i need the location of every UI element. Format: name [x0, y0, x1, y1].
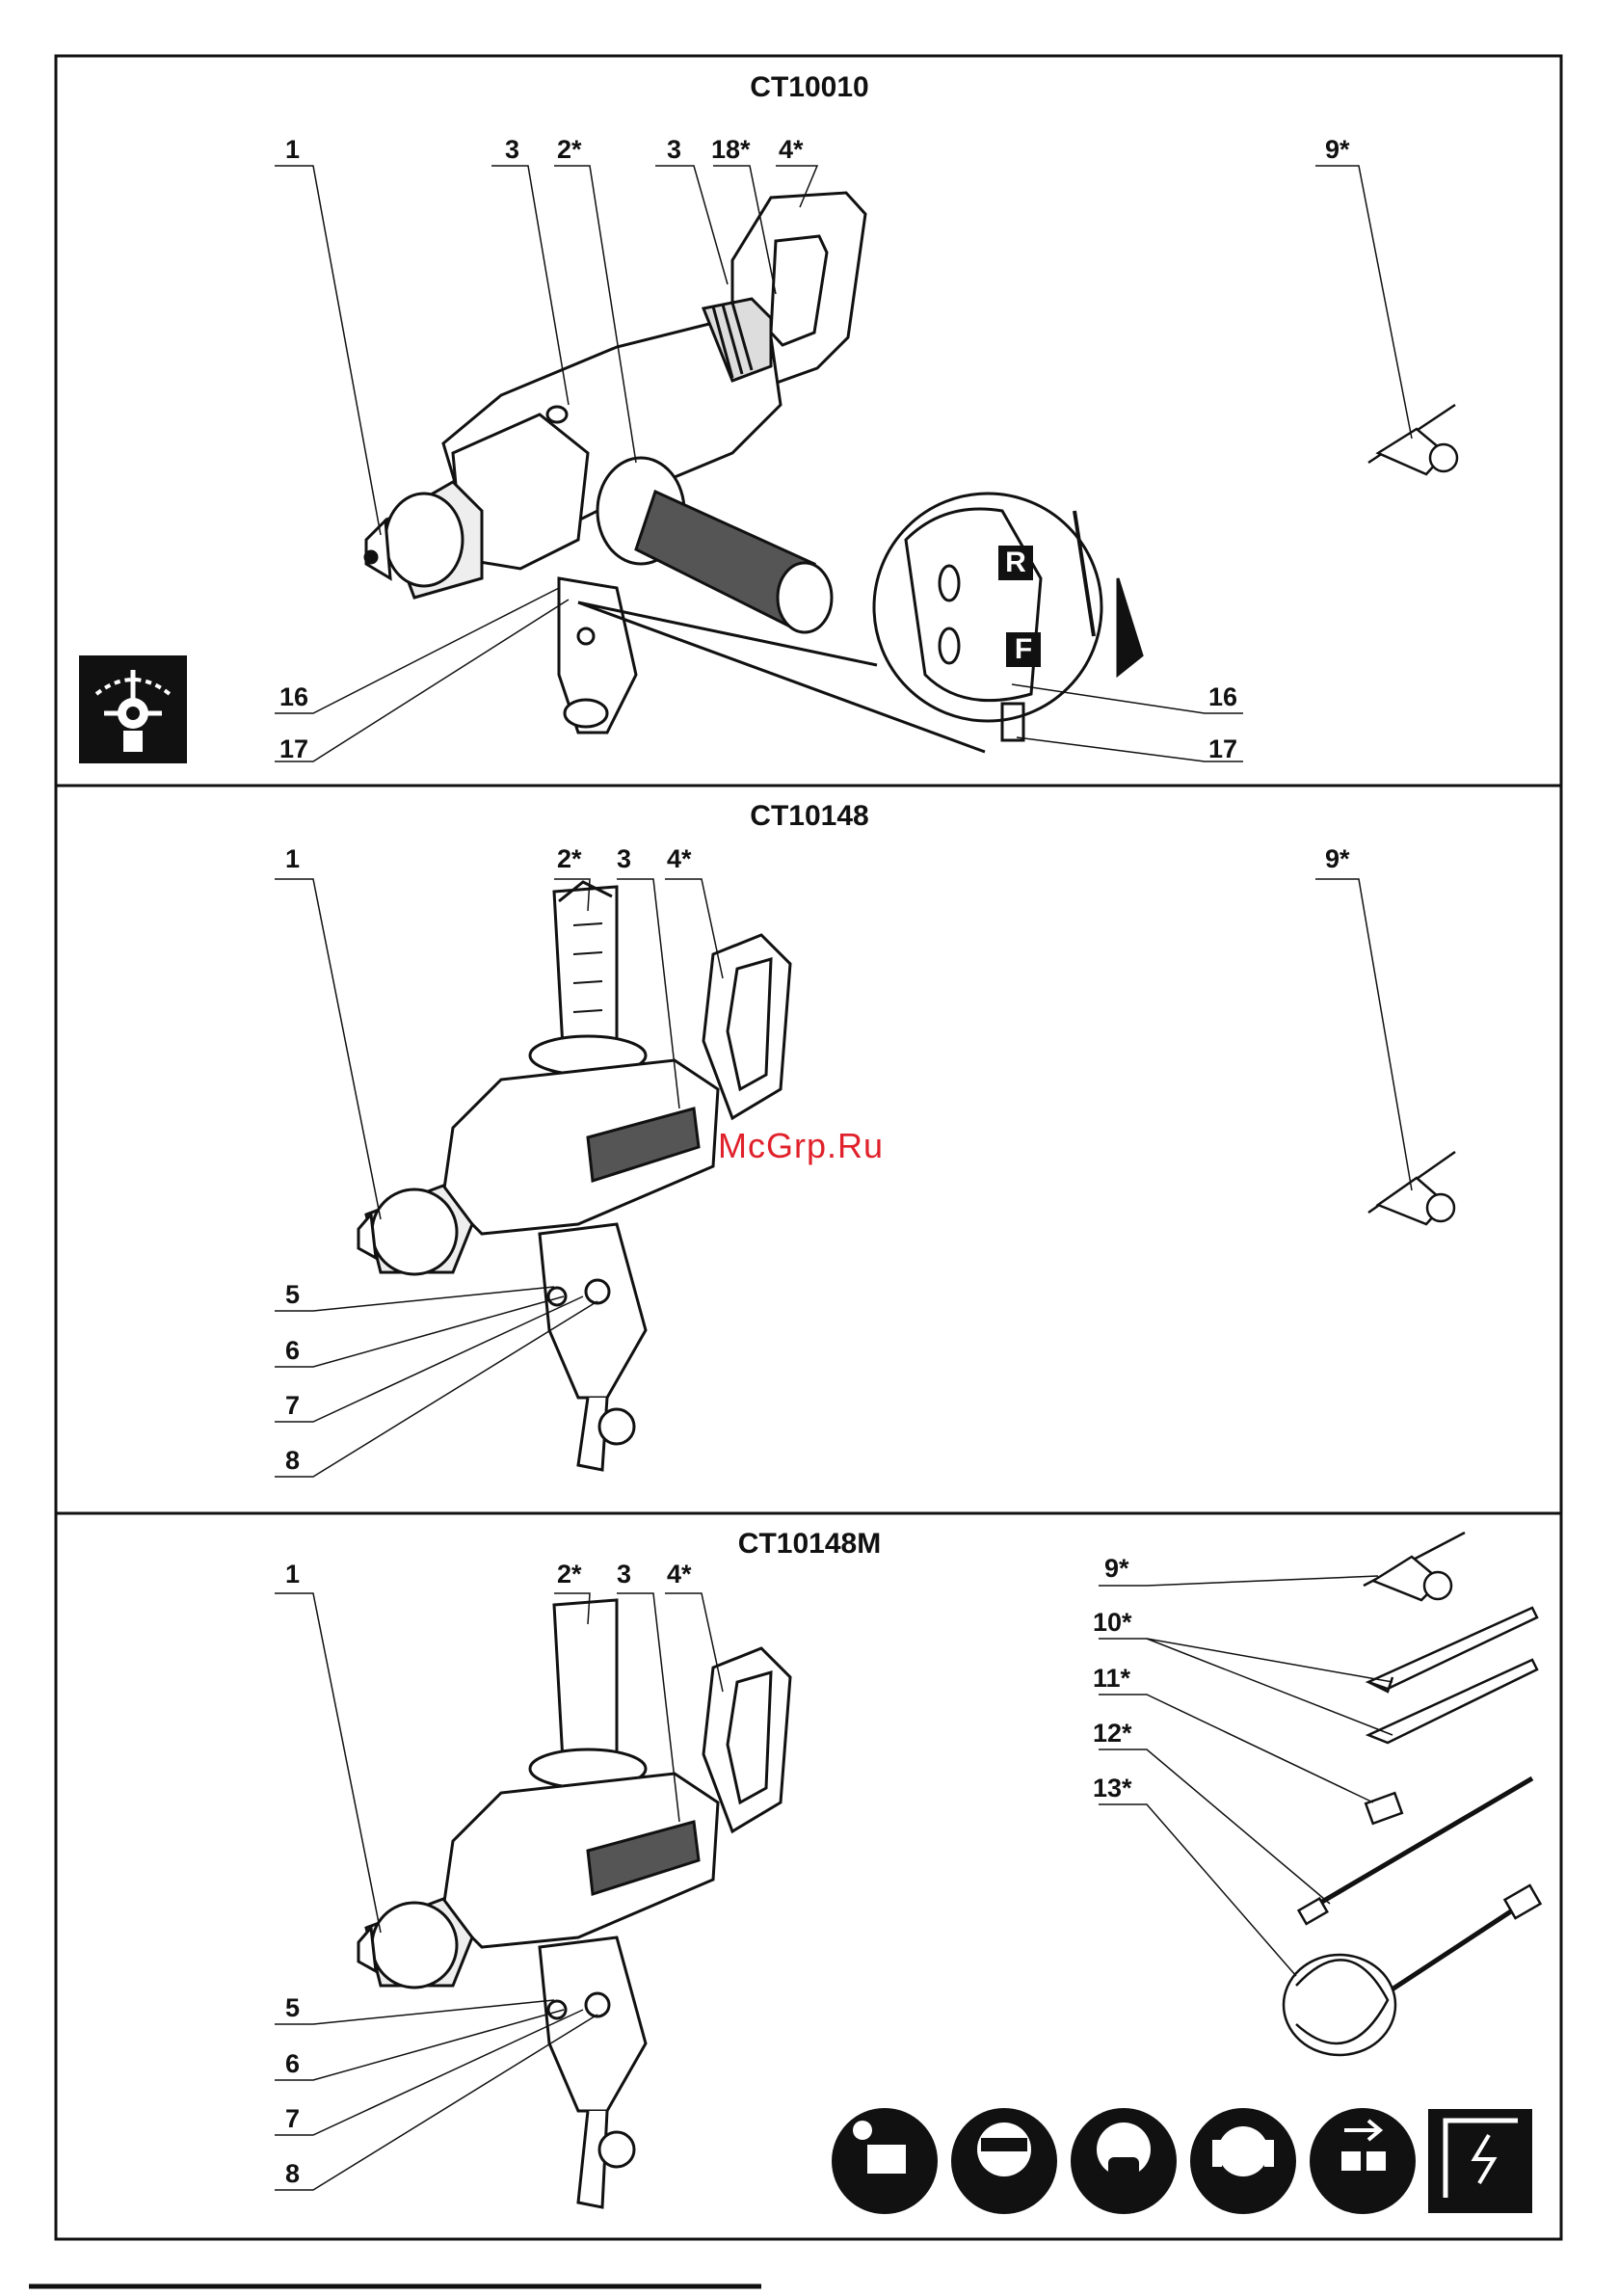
callout-label: 5: [285, 1280, 300, 1310]
callout-label: 8: [285, 2159, 300, 2189]
callout-label: 9*: [1104, 1554, 1129, 1584]
callout-label: 4*: [667, 844, 692, 874]
callout-label: 9*: [1325, 844, 1350, 874]
callout-label: 3: [505, 135, 519, 165]
callout-label: 2*: [557, 135, 582, 165]
callout-label: 2*: [557, 844, 582, 874]
forward-marker: F: [1006, 632, 1041, 667]
callout-label: 7: [285, 1391, 300, 1421]
callout-label: 16: [1208, 682, 1237, 712]
model-title: CT10010: [750, 71, 868, 104]
unplug-before-service-icon: [1310, 2108, 1416, 2214]
callout-label: 17: [1208, 734, 1237, 764]
drill-ct10148m: [358, 1600, 790, 2207]
callout-label: 10*: [1093, 1608, 1132, 1638]
drill-ct10148: [358, 882, 790, 1470]
callout-label: 1: [285, 1560, 300, 1589]
callout-label: 7: [285, 2104, 300, 2134]
callout-label: 9*: [1325, 135, 1350, 165]
callout-label: 1: [285, 844, 300, 874]
callout-label: 4*: [779, 135, 804, 165]
callout-label: 11*: [1093, 1664, 1130, 1694]
callout-label: 3: [617, 1560, 631, 1589]
model-title: CT10148M: [738, 1528, 881, 1561]
callout-label: 3: [667, 135, 681, 165]
callout-label: 17: [279, 734, 308, 764]
callout-label: 1: [285, 135, 300, 165]
callout-label: 6: [285, 1336, 300, 1366]
callout-label: 8: [285, 1446, 300, 1476]
safety-pictograms: [832, 2108, 1532, 2214]
accessories-ct10148m: [1284, 1533, 1540, 2055]
reverse-marker: R: [998, 546, 1033, 580]
callout-label: 16: [279, 682, 308, 712]
gear-selector-icon: [79, 655, 187, 763]
watermark: McGrp.Ru: [718, 1126, 884, 1166]
model-title: CT10148: [750, 800, 868, 833]
callout-label: 13*: [1093, 1774, 1132, 1803]
callout-label: 2*: [557, 1560, 582, 1589]
callout-label: 18*: [711, 135, 751, 165]
callout-label: 4*: [667, 1560, 692, 1589]
drill-ct10010: [365, 193, 865, 733]
chuck-key-9: [1368, 405, 1457, 474]
callout-label: 6: [285, 2049, 300, 2079]
callout-label: 5: [285, 1993, 300, 2023]
callout-label: 3: [617, 844, 631, 874]
callout-label: 12*: [1093, 1719, 1132, 1749]
